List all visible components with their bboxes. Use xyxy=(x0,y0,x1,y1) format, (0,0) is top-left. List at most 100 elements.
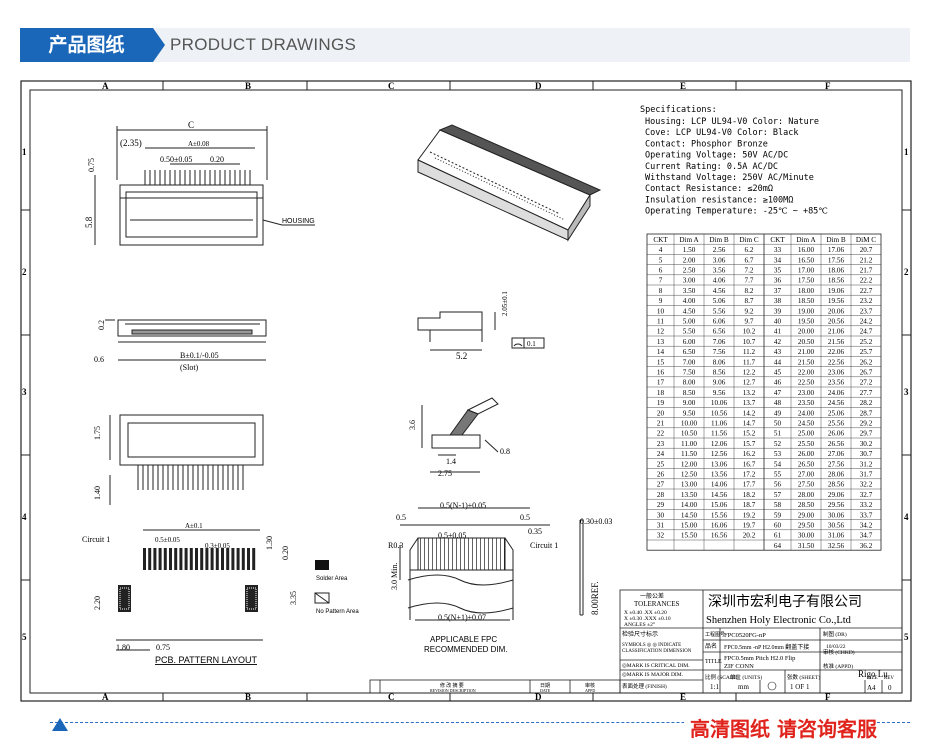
appd2-label: 审核 xyxy=(585,682,595,689)
table-cell: 26.00 xyxy=(798,450,815,458)
dim-fpc-05c: 0.5±0.05 xyxy=(438,531,466,540)
pcb-pad xyxy=(205,548,209,570)
mark-2: ◎MARK IS MAJOR DIM. xyxy=(622,672,684,678)
pcb-pad xyxy=(195,548,198,570)
table-header-cell: Dim A xyxy=(679,236,699,244)
up-arrow-icon[interactable] xyxy=(52,718,68,731)
table-cell: 23.50 xyxy=(798,399,815,407)
dim-fpc-30: 3.0 Min. xyxy=(390,563,399,590)
table-cell: 5.50 xyxy=(683,328,696,336)
pcb-pad xyxy=(169,548,172,570)
zone-row-label: 3 xyxy=(904,387,909,397)
rev-label: REV xyxy=(884,676,894,681)
table-cell: 17.56 xyxy=(828,256,845,264)
table-cell: 43 xyxy=(774,348,782,356)
pcb-layout-title: PCB. PATTERN LAYOUT xyxy=(155,655,258,665)
dim-pcb-180: 1.80 xyxy=(116,643,130,652)
company-en: Shenzhen Holy Electronic Co.,Ltd xyxy=(706,615,852,626)
table-cell: 59 xyxy=(774,511,782,519)
table-cell: 36 xyxy=(774,277,782,285)
table-cell: 6.06 xyxy=(713,318,726,326)
zone-col-label: A xyxy=(102,81,109,91)
table-cell: 15.7 xyxy=(743,440,756,448)
table-cell: 19.50 xyxy=(798,318,815,326)
table-cell: 9.00 xyxy=(683,399,696,407)
table-cell: 28.00 xyxy=(798,491,815,499)
table-cell: 27.06 xyxy=(828,450,845,458)
scale-label: 比例 (SCALE) xyxy=(705,673,739,681)
title-line-1: FPC0.5mm Pitch H2.0 Flip xyxy=(724,655,795,662)
table-cell: 8.50 xyxy=(683,389,696,397)
table-cell: 3.00 xyxy=(683,277,696,285)
table-cell: 15.06 xyxy=(711,501,728,509)
dim-c: C xyxy=(188,120,194,130)
header-title-cn: 产品图纸 xyxy=(20,28,153,62)
size-label: SIZE xyxy=(867,676,878,681)
tol-en: TOLERANCES xyxy=(634,600,679,608)
table-cell: 23.2 xyxy=(860,297,873,305)
rev-desc-en: REVISION DESCRIPTION xyxy=(430,688,476,693)
dim-fpc-r03: R0.3 xyxy=(388,541,403,550)
table-cell: 30.56 xyxy=(828,522,845,530)
pcb-circuit-label: Circuit 1 xyxy=(82,535,110,544)
contact-cta[interactable]: 高清图纸 请咨询客服 xyxy=(684,713,877,742)
table-cell: 6.50 xyxy=(683,348,696,356)
table-cell: 12.50 xyxy=(681,471,698,479)
table-cell: 29.06 xyxy=(828,491,845,499)
table-cell: 11.50 xyxy=(681,450,697,458)
table-cell: 17.00 xyxy=(798,267,815,275)
spec-line: Contact Resistance: ≤20mΩ xyxy=(645,184,773,194)
table-cell: 4 xyxy=(659,246,663,254)
pcb-pad xyxy=(163,548,167,570)
table-cell: 27 xyxy=(657,481,665,489)
table-cell: 60 xyxy=(774,522,782,530)
table-cell: 12.00 xyxy=(681,460,698,468)
table-cell: 24.2 xyxy=(860,318,873,326)
mark-1: ◎MARK IS CRITICAL DIM. xyxy=(622,663,690,669)
dim-pcb-220: 2.20 xyxy=(93,596,102,610)
spec-line: Housing: LCP UL94-V0 Color: Nature xyxy=(645,117,819,127)
table-cell: 1.50 xyxy=(683,246,696,254)
table-cell: 8.2 xyxy=(745,287,754,295)
table-cell: 28.2 xyxy=(860,399,873,407)
table-cell: 40 xyxy=(774,318,782,326)
dim-075: 0.75 xyxy=(87,158,96,172)
table-cell: 28.7 xyxy=(860,409,873,417)
table-cell: 7 xyxy=(659,277,663,285)
table-cell: 3.06 xyxy=(713,256,726,264)
table-cell: 39 xyxy=(774,307,782,315)
dim-bot-140: 1.40 xyxy=(93,486,102,500)
table-cell: 29.50 xyxy=(798,522,815,530)
table-cell: 25.50 xyxy=(798,440,815,448)
table-cell: 24.56 xyxy=(828,399,845,407)
table-cell: 2.00 xyxy=(683,256,696,264)
table-cell: 17 xyxy=(657,379,665,387)
finish-label: 表面处理 (FINISH) xyxy=(622,682,667,690)
table-cell: 51 xyxy=(774,430,782,438)
pcb-pad xyxy=(215,548,219,570)
table-cell: 6.2 xyxy=(745,246,754,254)
table-cell: 22.00 xyxy=(798,369,815,377)
table-header-cell: CKT xyxy=(770,236,785,244)
table-cell: 29.00 xyxy=(798,511,815,519)
legend-solder-swatch xyxy=(315,560,329,570)
pcb-pad xyxy=(153,548,157,570)
table-cell: 10.06 xyxy=(711,399,728,407)
pcb-pad xyxy=(226,548,230,570)
table-cell: 20.2 xyxy=(743,532,756,540)
appd-label: 核准 (APPD) xyxy=(823,662,853,670)
table-cell: 20.06 xyxy=(828,307,845,315)
projection-icon xyxy=(767,681,777,691)
pcb-pad xyxy=(236,548,240,570)
table-cell: 28.50 xyxy=(798,501,815,509)
table-cell: 23 xyxy=(657,440,665,448)
table-header-cell: Dim B xyxy=(709,236,729,244)
table-cell: 24.50 xyxy=(798,420,815,428)
table-cell: 16.56 xyxy=(711,532,728,540)
zone-col-label: A xyxy=(102,692,109,702)
table-cell: 34.2 xyxy=(860,522,873,530)
table-cell: 30.06 xyxy=(828,511,845,519)
isometric-view xyxy=(417,124,602,242)
table-cell: 21 xyxy=(657,420,665,428)
table-cell: 24.06 xyxy=(828,389,845,397)
